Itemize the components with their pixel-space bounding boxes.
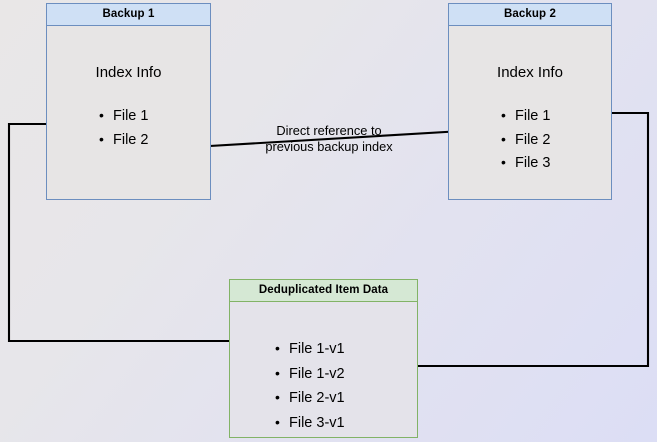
list-item: File 3 <box>501 155 550 171</box>
list-item: File 1-v2 <box>275 366 345 382</box>
list-item: File 1 <box>99 108 148 124</box>
list-item: File 2-v1 <box>275 390 345 406</box>
list-item: File 3-v1 <box>275 415 345 431</box>
node-backup-2-header: Backup 2 <box>449 4 611 26</box>
list-item: File 1 <box>501 108 550 124</box>
backup-1-index-info-label: Index Info <box>95 64 162 81</box>
list-item: File 2 <box>501 132 550 148</box>
backup-2-file-list: File 1 File 2 File 3 <box>501 108 550 180</box>
node-backup-1[interactable]: Backup 1 Index Info File 1 File 2 <box>46 3 211 200</box>
node-dedup-header: Deduplicated Item Data <box>230 280 417 302</box>
node-backup-2-body: Index Info File 1 File 2 File 3 <box>449 26 611 199</box>
list-item: File 2 <box>99 132 148 148</box>
backup-1-file-list: File 1 File 2 <box>99 108 148 156</box>
node-backup-1-header: Backup 1 <box>47 4 210 26</box>
list-item: File 1-v1 <box>275 341 345 357</box>
node-dedup-body: File 1-v1 File 1-v2 File 2-v1 File 3-v1 <box>230 302 417 437</box>
edge-label-line-1: Direct reference to <box>276 123 382 138</box>
dedup-file-list: File 1-v1 File 1-v2 File 2-v1 File 3-v1 <box>275 341 345 440</box>
node-backup-2[interactable]: Backup 2 Index Info File 1 File 2 File 3 <box>448 3 612 200</box>
edge-label-direct-reference: Direct reference to previous backup inde… <box>243 123 415 155</box>
backup-2-index-info-label: Index Info <box>497 64 563 81</box>
edge-label-line-2: previous backup index <box>265 139 393 154</box>
node-backup-1-body: Index Info File 1 File 2 <box>47 26 210 199</box>
node-deduplicated-item-data[interactable]: Deduplicated Item Data File 1-v1 File 1-… <box>229 279 418 438</box>
